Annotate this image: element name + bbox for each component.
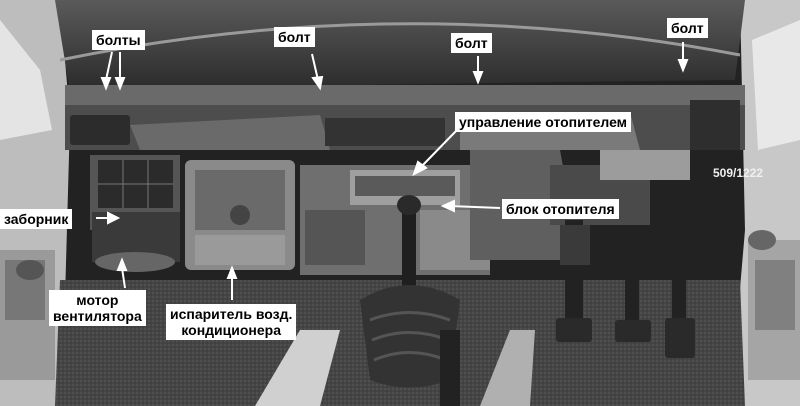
- label-evaporator-line1: испаритель возд.: [170, 306, 293, 322]
- label-bolts: болты: [92, 30, 145, 50]
- label-bolt-right: болт: [667, 18, 708, 38]
- label-blower-motor-line1: мотор: [76, 292, 119, 308]
- label-bolt-center-text: болт: [455, 35, 488, 51]
- label-heater-control: управление отопителем: [455, 112, 632, 132]
- label-heater-control-text: управление отопителем: [459, 114, 628, 130]
- label-blower-motor-line2: вентилятора: [53, 308, 142, 324]
- figure-code: 509/1222: [713, 166, 764, 180]
- label-blower-motor: мотор вентилятора: [49, 290, 146, 326]
- label-evaporator: испаритель возд. кондиционера: [166, 304, 297, 340]
- evaporator-unit: [185, 160, 295, 270]
- gear-shifter: [360, 195, 460, 388]
- label-intake: заборник: [0, 209, 73, 229]
- label-heater-unit-text: блок отопителя: [506, 201, 615, 217]
- label-heater-unit: блок отопителя: [502, 199, 619, 219]
- intake-box: [90, 155, 180, 272]
- label-intake-text: заборник: [4, 211, 69, 227]
- dashboard-frame: [65, 100, 745, 150]
- label-bolts-text: болты: [96, 32, 141, 48]
- pedals: [556, 220, 695, 358]
- callout-arrows: [96, 42, 689, 300]
- windshield-frame: [55, 0, 745, 105]
- right-door: [730, 0, 800, 406]
- label-bolt-center: болт: [451, 33, 492, 53]
- label-bolt-left-text: болт: [278, 29, 311, 45]
- label-bolt-left: болт: [274, 27, 315, 47]
- seat-edges: [255, 330, 535, 406]
- label-bolt-right-text: болт: [671, 20, 704, 36]
- label-evaporator-line2: кондиционера: [181, 322, 282, 338]
